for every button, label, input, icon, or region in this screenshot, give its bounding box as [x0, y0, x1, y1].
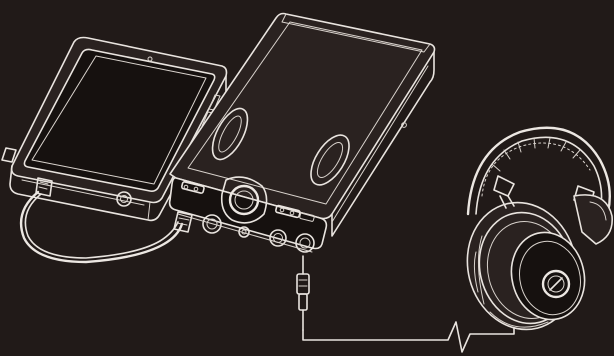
over-ear-headphones-icon [454, 128, 612, 341]
portable-headphone-amplifier-icon [170, 14, 435, 253]
